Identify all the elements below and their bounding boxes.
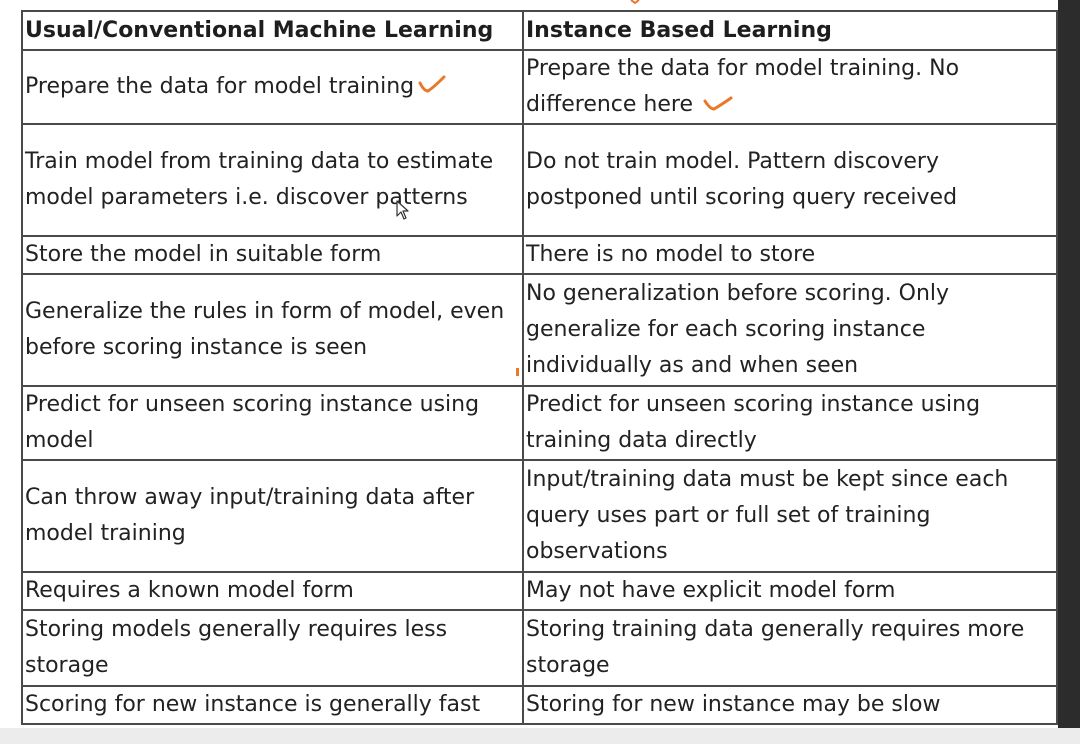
- table-cell: There is no model to store: [522, 235, 1058, 275]
- table-cell: Store the model in suitable form: [21, 235, 524, 275]
- cell-text: Prepare the data for model training: [25, 74, 415, 99]
- handwritten-check-icon: [418, 75, 446, 93]
- table-row: Storing models generally requires less s…: [21, 609, 1058, 687]
- table-row: Predict for unseen scoring instance usin…: [21, 385, 1058, 461]
- table-row: Store the model in suitable form There i…: [21, 235, 1058, 275]
- comparison-table: Usual/Conventional Machine Learning Inst…: [21, 10, 1058, 725]
- table-cell: May not have explicit model form: [522, 571, 1058, 611]
- table-cell: Predict for unseen scoring instance usin…: [21, 385, 524, 461]
- mouse-cursor-icon: [396, 200, 409, 220]
- table-cell: Can throw away input/training data after…: [21, 459, 524, 573]
- table-cell: Requires a known model form: [21, 571, 524, 611]
- table-cell: Storing training data generally requires…: [522, 609, 1058, 687]
- header-conventional-ml: Usual/Conventional Machine Learning: [21, 10, 524, 51]
- bottom-margin: [0, 728, 1080, 744]
- document-frame: Usual/Conventional Machine Learning Inst…: [21, 0, 1058, 725]
- table-cell: Scoring for new instance is generally fa…: [21, 685, 524, 725]
- table-row: Requires a known model form May not have…: [21, 571, 1058, 611]
- table-cell: Train model from training data to estima…: [21, 123, 524, 237]
- cell-text: Prepare the data for model training. No …: [526, 56, 960, 117]
- table-row: Train model from training data to estima…: [21, 123, 1058, 237]
- table-row: Generalize the rules in form of model, e…: [21, 273, 1058, 387]
- table-row: Prepare the data for model training Prep…: [21, 49, 1058, 125]
- table-cell: Do not train model. Pattern discovery po…: [522, 123, 1058, 237]
- table-cell: No generalization before scoring. Only g…: [522, 273, 1058, 387]
- header-instance-based: Instance Based Learning: [522, 10, 1058, 51]
- handwritten-check-icon: [703, 96, 733, 111]
- table-row: Scoring for new instance is generally fa…: [21, 685, 1058, 725]
- table-cell: Prepare the data for model training. No …: [522, 49, 1058, 125]
- table-row: Can throw away input/training data after…: [21, 459, 1058, 573]
- table-cell: Generalize the rules in form of model, e…: [21, 273, 524, 387]
- table-cell: Prepare the data for model training: [21, 49, 524, 125]
- table-cell: Predict for unseen scoring instance usin…: [522, 385, 1058, 461]
- table-cell: Storing models generally requires less s…: [21, 609, 524, 687]
- window-edge: [1058, 0, 1080, 744]
- table-cell: Storing for new instance may be slow: [522, 685, 1058, 725]
- table-header-row: Usual/Conventional Machine Learning Inst…: [21, 10, 1058, 51]
- annotation-mark-top: [630, 0, 640, 4]
- table-cell: Input/training data must be kept since e…: [522, 459, 1058, 573]
- annotation-mark: [516, 368, 519, 376]
